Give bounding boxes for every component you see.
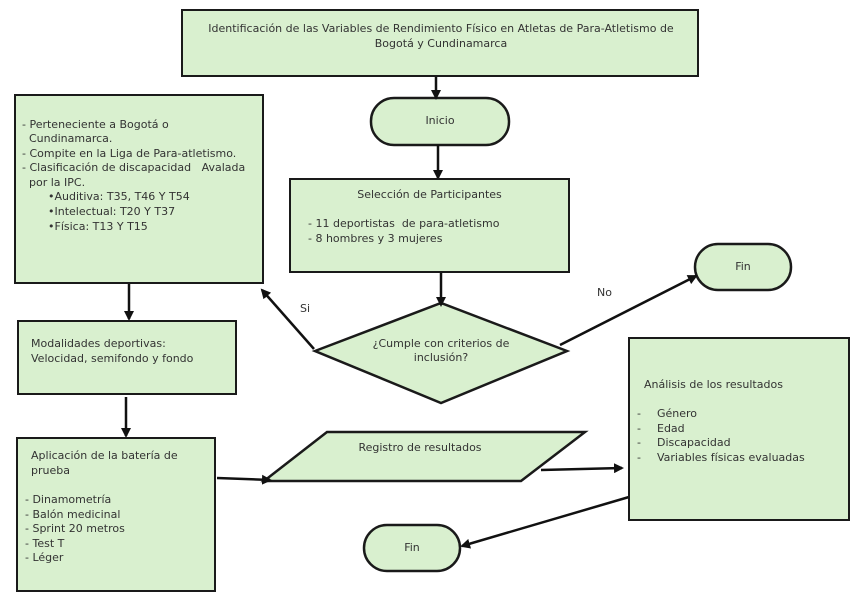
analisis-item-4: -Variables físicas evaluadas	[637, 451, 805, 464]
fin-bottom-terminal	[362, 523, 462, 573]
fin-top-label: Fin	[735, 260, 751, 273]
bateria-item-1: - Dinamometría	[25, 493, 112, 506]
bateria-item-2: - Balón medicinal	[25, 508, 121, 521]
bateria-item-3: - Sprint 20 metros	[25, 522, 125, 535]
arrow-bateria-registro	[216, 474, 272, 485]
title-line-1: Identificación de las Variables de Rendi…	[208, 22, 674, 35]
arrow-registro-analisis	[540, 463, 624, 474]
criterios-bullet-1-text: Auditiva: T35, T46 Y T54	[54, 190, 190, 203]
arrow-decision-fin	[559, 274, 698, 347]
analisis-item-3: -Discapacidad	[637, 436, 731, 449]
registro-parallelogram	[260, 430, 589, 483]
fin-bottom-label: Fin	[404, 541, 420, 554]
analisis-item-4-text: Variables físicas evaluadas	[657, 451, 805, 464]
criterios-line-3: - Compite en la Liga de Para-atletismo.	[22, 147, 237, 160]
registro-label: Registro de resultados	[358, 441, 482, 454]
criterios-line-1: - Perteneciente a Bogotá o	[22, 118, 169, 131]
criterios-line-2: Cundinamarca.	[22, 132, 113, 145]
seleccion-box	[289, 178, 570, 273]
inicio-label: Inicio	[425, 114, 455, 127]
criterios-bullet-2-text: Intelectual: T20 Y T37	[54, 205, 176, 218]
modalidades-line-1: Modalidades deportivas:	[31, 337, 166, 350]
label-si: Si	[300, 302, 311, 315]
seleccion-item-1: - 11 deportistas de para-atletismo	[308, 217, 500, 230]
analisis-heading: Análisis de los resultados	[644, 378, 783, 391]
bateria-item-5: - Léger	[25, 551, 64, 564]
analisis-item-2-text: Edad	[657, 422, 685, 435]
decision-diamond	[311, 301, 571, 405]
modalidades-box	[17, 320, 237, 395]
criterios-box	[14, 94, 264, 284]
bateria-line-2: prueba	[31, 464, 70, 477]
criterios-bullet-1: •Auditiva: T35, T46 Y T54	[48, 190, 190, 203]
criterios-bullet-3: •Física: T13 Y T15	[48, 220, 148, 233]
analisis-item-1: -Género	[637, 407, 698, 420]
decision-line-1: ¿Cumple con criterios de	[372, 337, 510, 350]
analisis-item-3-text: Discapacidad	[657, 436, 731, 449]
fin-top-terminal	[693, 242, 793, 292]
decision-line-2: inclusión?	[413, 351, 469, 364]
label-no: No	[597, 286, 612, 299]
analisis-item-1-text: Género	[657, 407, 698, 420]
title-line-2: Bogotá y Cundinamarca	[374, 37, 508, 50]
criterios-line-5: por la IPC.	[22, 176, 86, 189]
seleccion-heading: Selección de Participantes	[357, 188, 502, 201]
criterios-bullet-3-text: Física: T13 Y T15	[54, 220, 148, 233]
title-box	[181, 9, 699, 77]
seleccion-item-2: - 8 hombres y 3 mujeres	[308, 232, 443, 245]
arrow-analisis-fin	[460, 495, 630, 549]
bateria-box	[16, 437, 216, 592]
analisis-item-2: -Edad	[637, 422, 685, 435]
bateria-item-4: - Test T	[25, 537, 65, 550]
analisis-box	[628, 337, 850, 521]
arrow-decision-criterios	[260, 288, 315, 350]
criterios-line-4: - Clasificación de discapacidad Avalada	[22, 161, 246, 174]
criterios-bullet-2: •Intelectual: T20 Y T37	[48, 205, 176, 218]
bateria-line-1: Aplicación de la batería de	[31, 449, 178, 462]
modalidades-line-2: Velocidad, semifondo y fondo	[31, 352, 194, 365]
